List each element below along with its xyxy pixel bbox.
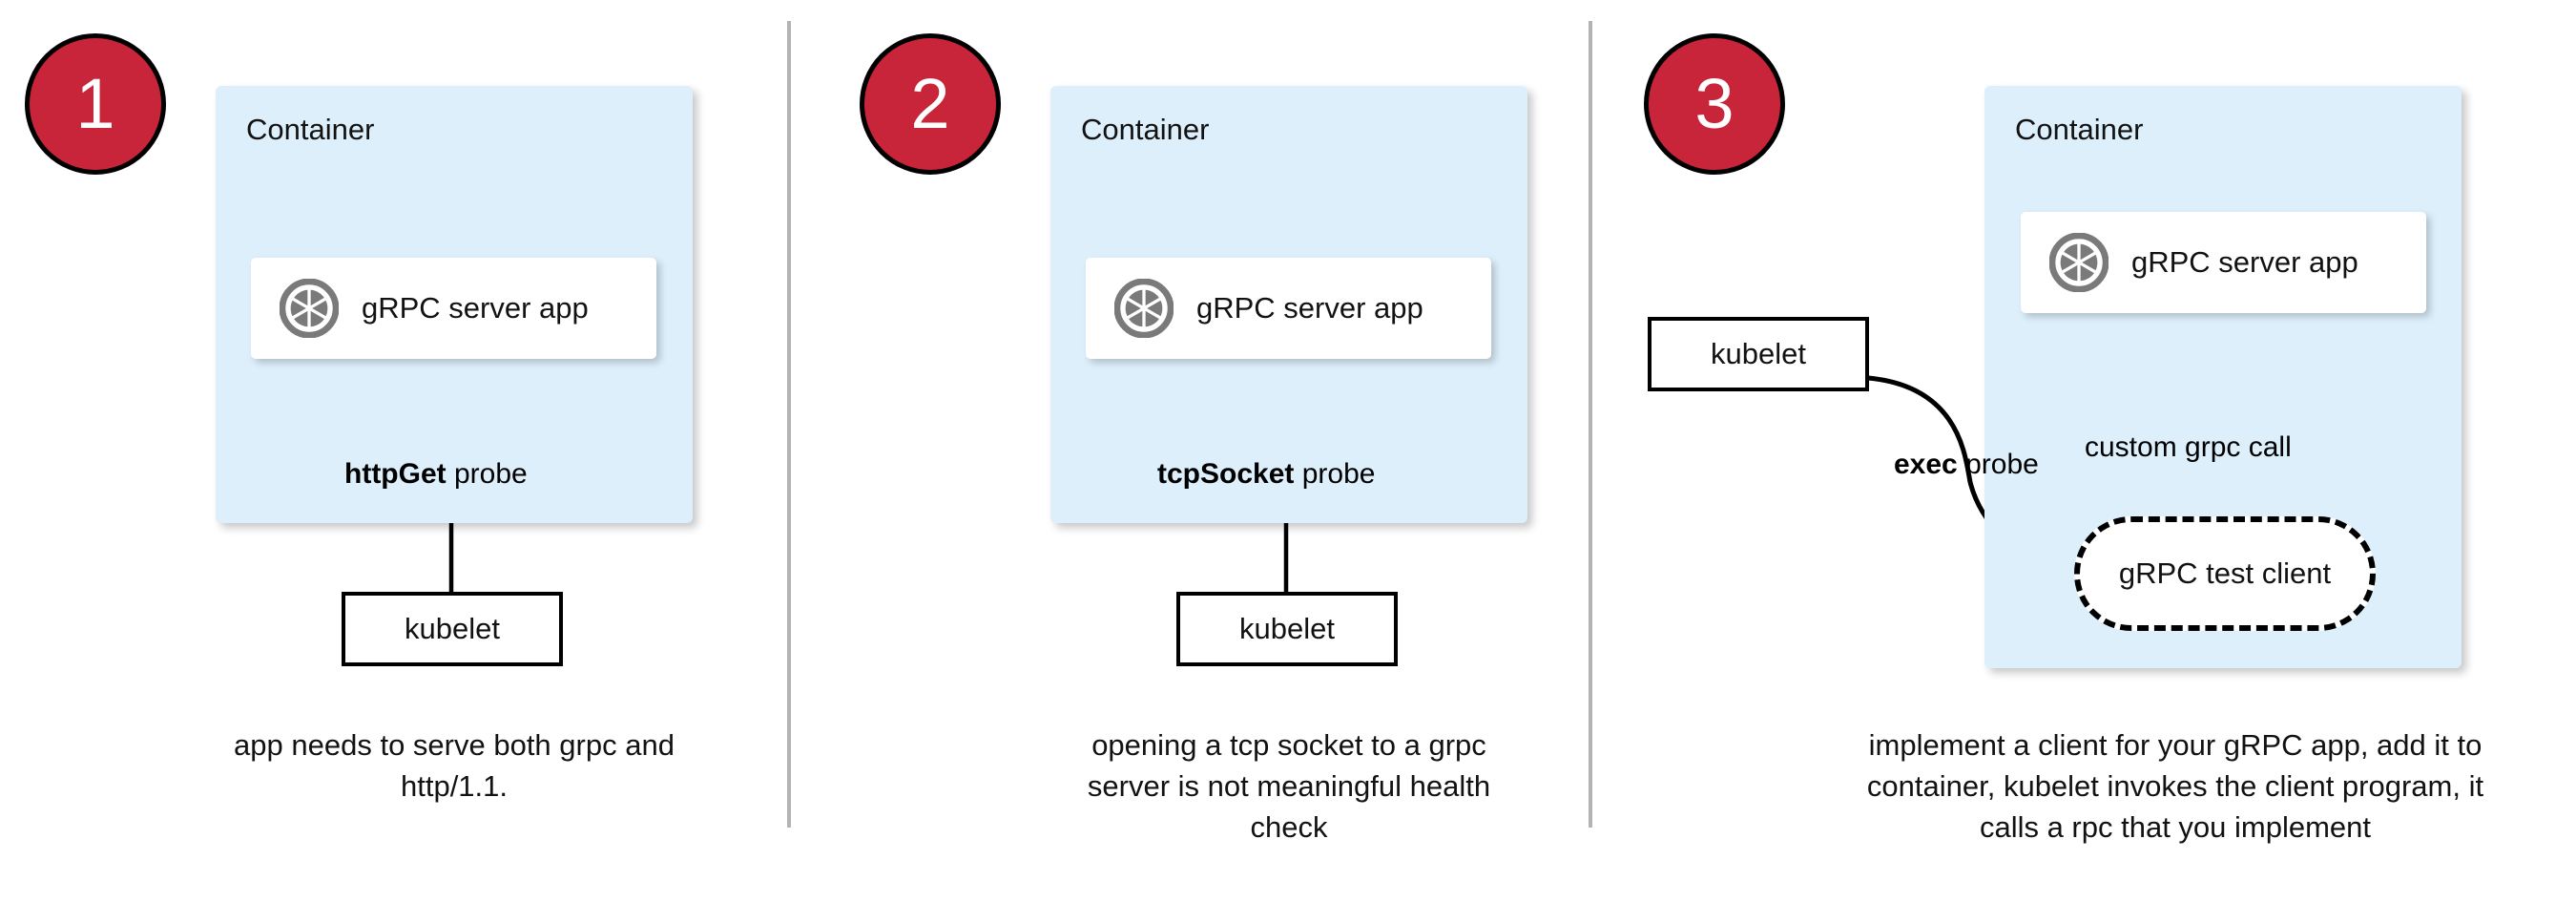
panel-caption-2: opening a tcp socket to a grpc server is…	[1087, 728, 1491, 844]
step-badge-1: 1	[25, 33, 166, 175]
grpc-test-client-label: gRPC test client	[2118, 556, 2332, 590]
grpc-logo-icon	[2049, 233, 2109, 292]
panel-divider-2	[1589, 21, 1592, 828]
panel-divider-1	[787, 21, 791, 828]
grpc-server-app-card-2: gRPC server app	[1086, 258, 1491, 359]
kubelet-box-3: kubelet	[1648, 317, 1869, 391]
httpget-probe-label: httpGet probe	[344, 458, 528, 491]
httpget-probe-label-rest: probe	[446, 458, 528, 490]
grpc-server-app-card-1: gRPC server app	[251, 258, 656, 359]
kubelet-box-label-2: kubelet	[1239, 612, 1335, 645]
kubelet-box-1: kubelet	[342, 592, 563, 666]
step-badge-2: 2	[860, 33, 1001, 175]
grpc-logo-icon	[1114, 279, 1174, 338]
grpc-server-app-label-1: gRPC server app	[362, 291, 589, 325]
custom-grpc-call-label: custom grpc call	[2085, 431, 2292, 463]
container-label-2: Container	[1081, 113, 1210, 146]
exec-probe-label-bold: exec	[1894, 449, 1958, 480]
grpc-test-client-box: gRPC test client	[2074, 516, 2376, 631]
grpc-logo-icon	[280, 279, 339, 338]
container-label-3: Container	[2015, 113, 2144, 146]
panel-caption-3: implement a client for your gRPC app, ad…	[1866, 728, 2484, 844]
tcpsocket-probe-label: tcpSocket probe	[1157, 458, 1375, 491]
kubelet-box-label-3: kubelet	[1711, 337, 1806, 370]
kubelet-box-label-1: kubelet	[405, 612, 500, 645]
tcpsocket-probe-label-bold: tcpSocket	[1157, 458, 1295, 490]
kubelet-box-2: kubelet	[1176, 592, 1398, 666]
grpc-server-app-label-3: gRPC server app	[2131, 245, 2358, 279]
step-badge-3: 3	[1644, 33, 1785, 175]
exec-probe-label-rest: probe	[1957, 449, 2039, 480]
container-label-1: Container	[246, 113, 375, 146]
tcpsocket-probe-label-rest: probe	[1294, 458, 1376, 490]
panel-caption-1: app needs to serve both grpc and http/1.…	[234, 728, 675, 803]
exec-probe-label: exec probe	[1894, 449, 2039, 481]
grpc-server-app-card-3: gRPC server app	[2021, 212, 2426, 313]
grpc-server-app-label-2: gRPC server app	[1196, 291, 1423, 325]
httpget-probe-label-bold: httpGet	[344, 458, 447, 490]
